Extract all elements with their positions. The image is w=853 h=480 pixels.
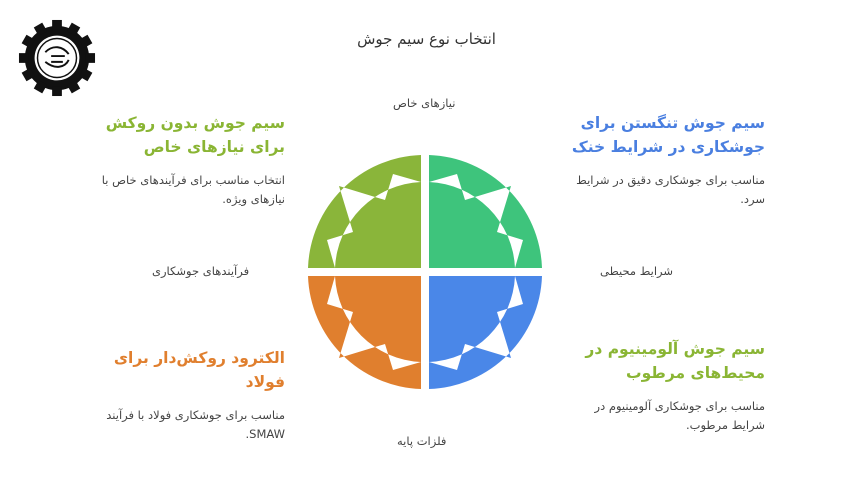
item-block-top-right: سیم جوش تنگستن برای جوشکاری در شرایط خنک… (570, 111, 765, 209)
item-heading: سیم جوش آلومینیوم در محیط‌های مرطوب (585, 340, 765, 382)
item-description: مناسب برای جوشکاری دقیق در شرایط سرد. (576, 173, 765, 206)
item-block-bottom-right: سیم جوش آلومینیوم در محیط‌های مرطوب مناس… (570, 337, 765, 435)
axis-label-bottom: فلزات پایه (397, 434, 447, 448)
axis-label-right: شرایط محیطی (600, 264, 674, 278)
item-block-bottom-left: الکترود روکش‌دار برای فولاد مناسب برای ج… (80, 346, 285, 444)
cycle-diagram (308, 155, 542, 389)
axis-label-left: فرآیندهای جوشکاری (152, 264, 250, 278)
axis-label-top: نیازهای خاص (393, 96, 456, 110)
segment-bottom-right (429, 276, 542, 389)
segment-top-right (429, 155, 542, 268)
item-description: مناسب برای جوشکاری آلومینیوم در شرایط مر… (594, 399, 765, 432)
segment-top-left (308, 155, 421, 268)
segment-bottom-left (308, 276, 421, 389)
item-heading: سیم جوش تنگستن برای جوشکاری در شرایط خنک (571, 114, 765, 156)
item-description: انتخاب مناسب برای فرآیندهای خاص با نیازه… (101, 173, 285, 206)
company-logo (18, 19, 96, 97)
item-heading: سیم جوش بدون روکش برای نیازهای خاص (105, 114, 285, 156)
item-block-top-left: سیم جوش بدون روکش برای نیازهای خاص انتخا… (80, 111, 285, 209)
item-description: مناسب برای جوشکاری فولاد با فرآیند SMAW. (106, 408, 285, 441)
item-heading: الکترود روکش‌دار برای فولاد (113, 349, 285, 391)
page-title: انتخاب نوع سیم جوش (357, 30, 496, 48)
